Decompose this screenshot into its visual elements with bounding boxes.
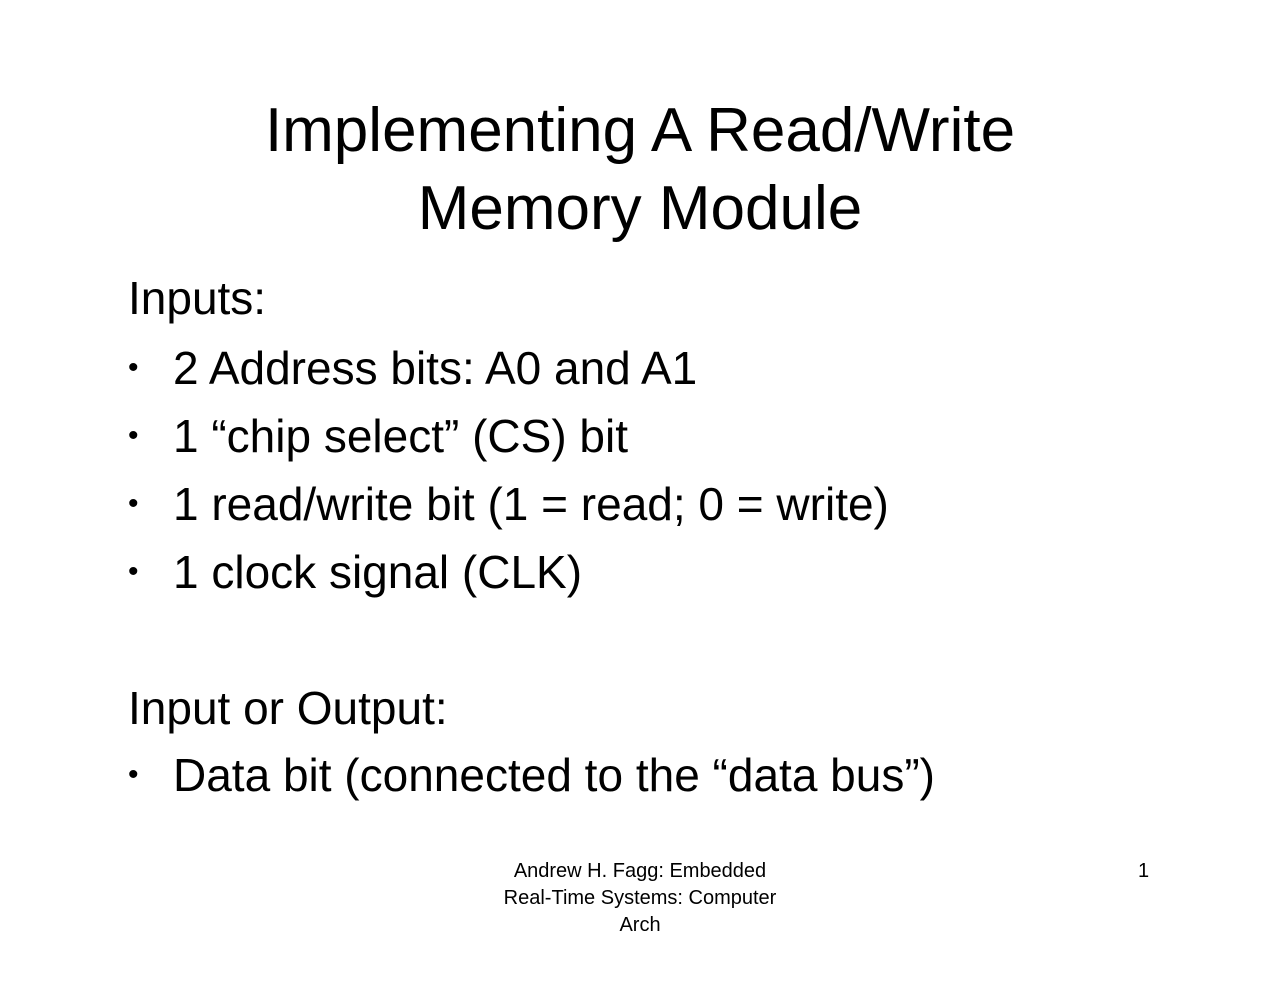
bullet-icon: • xyxy=(128,419,139,452)
input-output-heading: Input or Output: xyxy=(128,682,448,734)
inputs-list: • 2 Address bits: A0 and A1 • 1 “chip se… xyxy=(128,334,889,606)
list-item: • 2 Address bits: A0 and A1 xyxy=(128,334,889,402)
footer-credit-line-3: Arch xyxy=(619,914,661,932)
footer-credit-line-2: Real-Time Systems: Computer xyxy=(503,887,777,909)
list-item: • 1 “chip select” (CS) bit xyxy=(128,402,889,470)
page-number: 1 xyxy=(1138,860,1150,882)
footer-credit: Andrew H. Fagg: Embedded Real-Time Syste… xyxy=(440,858,840,932)
list-item: • Data bit (connected to the “data bus”) xyxy=(128,741,935,809)
slide-title-line-1: Implementing A Read/Write xyxy=(264,96,1016,165)
slide-title-line-2: Memory Module xyxy=(417,174,863,243)
list-item: • 1 clock signal (CLK) xyxy=(128,538,889,606)
bullet-icon: • xyxy=(128,487,139,520)
bullet-icon: • xyxy=(128,351,139,384)
inputs-heading: Inputs: xyxy=(128,272,267,324)
list-item-text: 1 “chip select” (CS) bit xyxy=(173,410,629,462)
list-item-text: Data bit (connected to the “data bus”) xyxy=(173,749,935,801)
list-item-text: 1 read/write bit (1 = read; 0 = write) xyxy=(173,478,889,530)
list-item-text: 1 clock signal (CLK) xyxy=(173,546,583,598)
input-output-list: • Data bit (connected to the “data bus”) xyxy=(128,741,935,809)
list-item: • 1 read/write bit (1 = read; 0 = write) xyxy=(128,470,889,538)
list-item-text: 2 Address bits: A0 and A1 xyxy=(173,342,698,394)
slide-title: Implementing A Read/Write Memory Module xyxy=(0,92,1280,248)
footer-credit-line-1: Andrew H. Fagg: Embedded xyxy=(513,860,767,882)
bullet-icon: • xyxy=(128,555,139,588)
bullet-icon: • xyxy=(128,758,139,791)
